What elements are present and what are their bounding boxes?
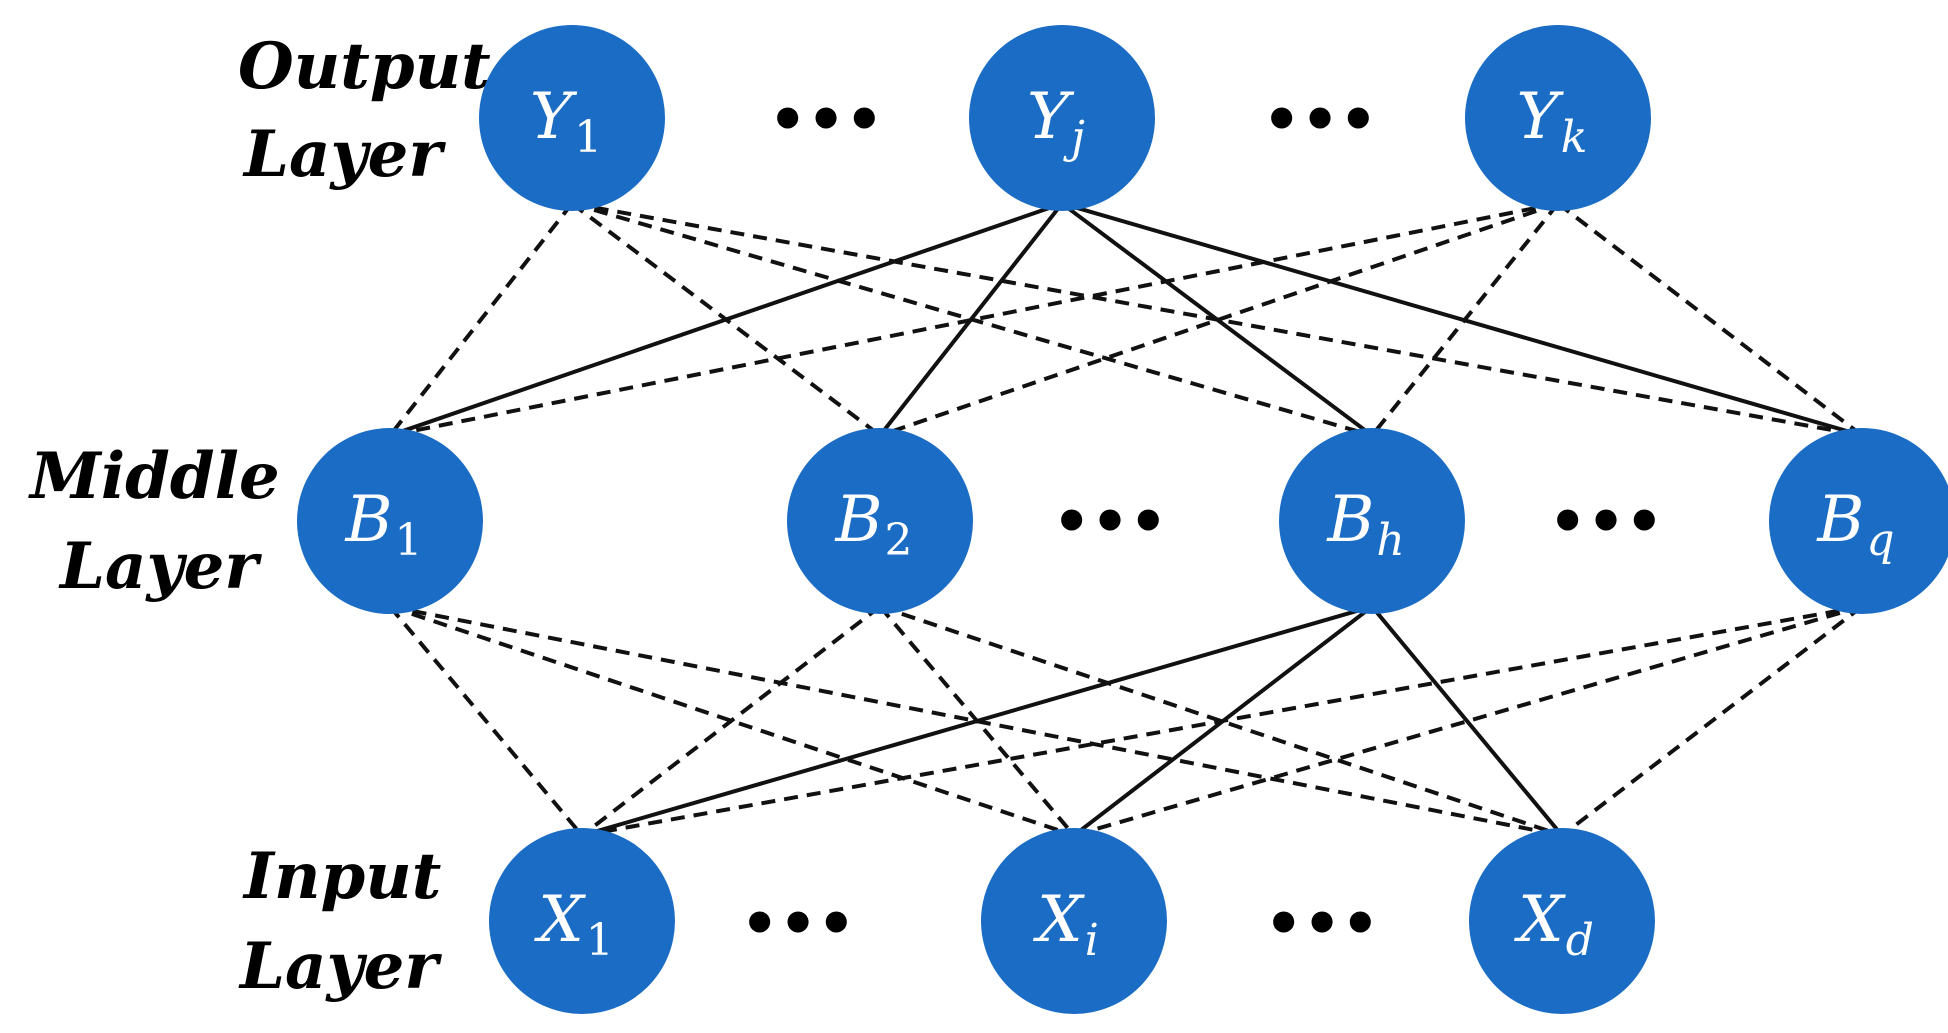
node-letter-Xd: X (1513, 883, 1566, 957)
output-ellipsis-2: ••• (1262, 85, 1377, 155)
node-label-Bq: Bq (1816, 483, 1894, 566)
node-label-Bh: Bh (1326, 483, 1404, 566)
node-letter-X1: X (533, 883, 586, 957)
node-letter-B1: B (344, 483, 392, 557)
layer-labels: Output Layer Middle Layer Input Layer (28, 29, 491, 1004)
output-layer-label-line1: Output (238, 29, 491, 104)
node-letter-B2: B (834, 483, 882, 557)
node-Bh: Bh (1279, 428, 1465, 614)
node-letter-Xi: X (1032, 883, 1085, 957)
edge-B1-Xi (389, 604, 1075, 838)
input-layer-label-line2: Layer (238, 929, 442, 1004)
edge-Yk-B2 (879, 201, 1559, 438)
node-subscript-Y1: 1 (574, 112, 602, 163)
input-layer-label-line1: Input (242, 839, 441, 914)
node-subscript-Xi: i (1085, 915, 1099, 966)
node-circle-B2 (787, 428, 973, 614)
edge-Bq-X1 (581, 604, 1863, 838)
middle-layer-label-line1: Middle (28, 439, 280, 514)
node-Y1: Y1 (479, 25, 665, 211)
node-subscript-X1: 1 (586, 915, 614, 966)
input-ellipsis-1: ••• (740, 889, 855, 959)
node-circle-Xi (981, 828, 1167, 1014)
node-letter-Yj: Y (1027, 80, 1075, 154)
node-circle-Y1 (479, 25, 665, 211)
node-label-B2: B2 (834, 483, 912, 566)
node-label-Yk: Yk (1517, 80, 1588, 163)
middle-ellipsis-2: ••• (1548, 487, 1663, 557)
edge-Yk-Bh (1370, 202, 1560, 437)
node-B1: B1 (297, 428, 483, 614)
node-circle-B1 (297, 428, 483, 614)
node-subscript-B2: 2 (885, 515, 913, 566)
node-Xd: Xd (1469, 828, 1655, 1014)
node-circle-Yk (1465, 25, 1651, 211)
node-label-B1: B1 (344, 483, 422, 566)
output-layer-label-line2: Layer (242, 117, 446, 192)
node-label-Xd: Xd (1513, 883, 1594, 966)
node-subscript-Bq: q (1866, 515, 1894, 566)
edge-Yj-Bh (1060, 201, 1374, 438)
edge-Bq-Xd (1560, 604, 1864, 838)
node-label-Yj: Yj (1027, 80, 1085, 163)
node-Xi: Xi (981, 828, 1167, 1014)
edge-Yk-B1 (389, 201, 1559, 438)
node-subscript-B1: 1 (395, 515, 423, 566)
node-label-Y1: Y1 (530, 80, 602, 163)
edge-B2-Xd (879, 604, 1563, 838)
node-label-X1: X1 (533, 883, 614, 966)
connection-edges (388, 201, 1864, 838)
ellipses: ••• ••• ••• ••• ••• ••• (740, 85, 1663, 959)
node-letter-Bq: B (1816, 483, 1864, 557)
edge-B2-X1 (580, 604, 882, 838)
middle-ellipsis-1: ••• (1052, 487, 1167, 557)
edge-Yj-Bq (1061, 201, 1863, 438)
node-X1: X1 (489, 828, 675, 1014)
node-letter-Bh: B (1326, 483, 1374, 557)
node-Yj: Yj (969, 25, 1155, 211)
edge-B1-Xd (389, 604, 1563, 838)
node-B2: B2 (787, 428, 973, 614)
edge-Yj-B1 (389, 201, 1063, 438)
node-subscript-Bh: h (1376, 515, 1404, 566)
edge-Bh-X1 (581, 604, 1373, 838)
node-letter-Yk: Y (1517, 80, 1565, 154)
node-Yk: Yk (1465, 25, 1651, 211)
node-circle-Bq (1769, 428, 1948, 614)
edge-Bh-Xd (1370, 605, 1564, 837)
input-ellipsis-2: ••• (1264, 889, 1379, 959)
edge-Yk-Bq (1556, 201, 1864, 438)
node-circle-Bh (1279, 428, 1465, 614)
node-circle-Xd (1469, 828, 1655, 1014)
node-subscript-Yk: k (1561, 112, 1588, 163)
node-Bq: Bq (1769, 428, 1948, 614)
output-ellipsis-1: ••• (768, 85, 883, 155)
node-label-Xi: Xi (1032, 883, 1099, 966)
node-letter-Y1: Y (530, 80, 578, 154)
edge-B1-X1 (388, 605, 584, 837)
node-subscript-Xd: d (1566, 915, 1594, 966)
node-circle-X1 (489, 828, 675, 1014)
middle-layer-label-line2: Layer (58, 529, 262, 604)
node-circle-Yj (969, 25, 1155, 211)
edge-Y1-B1 (388, 202, 574, 437)
